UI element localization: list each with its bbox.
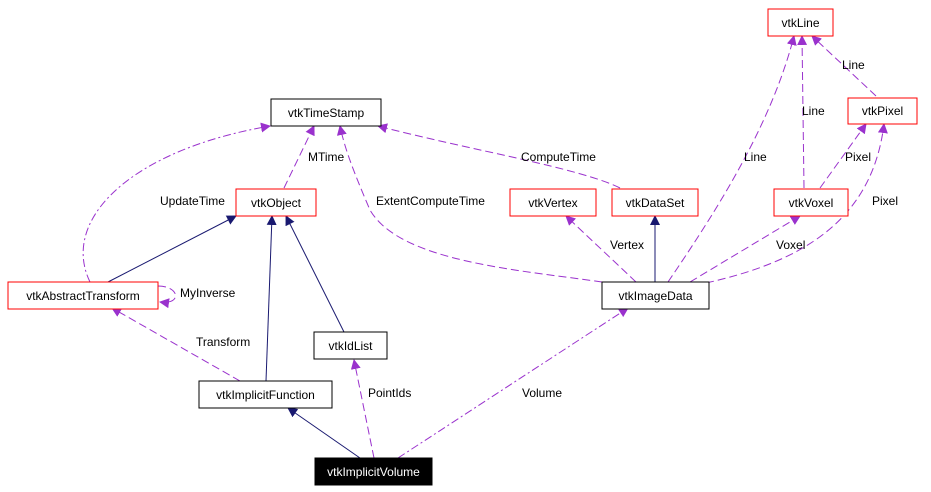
edge-label-line-imagedata: Line	[744, 150, 767, 164]
svg-text:vtkVoxel: vtkVoxel	[789, 196, 834, 210]
edge-labels: Line Line Line Pixel Pixel MTime Compute…	[160, 58, 898, 400]
node-vtkvoxel[interactable]: vtkVoxel	[773, 188, 849, 217]
edge-implicitvolume-to-imagedata	[397, 307, 629, 459]
node-vtkpixel[interactable]: vtkPixel	[847, 97, 918, 125]
edge-label-extentcomputetime: ExtentComputeTime	[376, 194, 485, 208]
edge-implicitvolume-to-implicitfunction	[287, 407, 361, 459]
node-vtkvertex[interactable]: vtkVertex	[509, 188, 597, 217]
node-vtkimplicitvolume[interactable]: vtkImplicitVolume	[314, 457, 433, 486]
node-vtkimplicitfunction[interactable]: vtkImplicitFunction	[198, 380, 333, 409]
edge-label-volume: Volume	[522, 386, 562, 400]
edge-imagedata-to-timestamp	[336, 125, 603, 283]
edge-label-pointids: PointIds	[368, 386, 411, 400]
node-vtkimagedata[interactable]: vtkImageData	[601, 281, 710, 310]
node-vtkidlist[interactable]: vtkIdList	[313, 331, 388, 360]
edges	[82, 35, 888, 459]
edge-label-vertex: Vertex	[610, 238, 644, 252]
node-vtkobject[interactable]: vtkObject	[235, 188, 317, 217]
edge-label-transform: Transform	[196, 335, 250, 349]
edge-imagedata-to-voxel	[689, 215, 801, 283]
node-vtktimestamp[interactable]: vtkTimeStamp	[270, 98, 382, 127]
svg-text:vtkAbstractTransform: vtkAbstractTransform	[26, 289, 140, 303]
svg-text:vtkImplicitFunction: vtkImplicitFunction	[216, 388, 315, 402]
node-vtkdataset[interactable]: vtkDataSet	[611, 188, 699, 217]
nodes: vtkLine vtkPixel vtkTimeStamp vtkObject …	[7, 8, 918, 486]
node-vtkline[interactable]: vtkLine	[767, 8, 834, 37]
svg-text:vtkImageData: vtkImageData	[618, 289, 692, 303]
svg-text:vtkImplicitVolume: vtkImplicitVolume	[327, 465, 420, 479]
edge-label-computetime: ComputeTime	[521, 150, 596, 164]
edge-pixel-to-line	[811, 35, 877, 97]
edge-dataset-to-timestamp	[377, 123, 621, 189]
edge-idlist-to-object	[285, 215, 345, 333]
edge-implicitfunction-to-abstracttransform	[111, 307, 241, 382]
edge-label-pixel-imagedata: Pixel	[872, 194, 898, 208]
edge-label-mtime: MTime	[308, 150, 345, 164]
edge-imagedata-to-vertex	[565, 215, 637, 283]
edge-label-pixel-voxel: Pixel	[845, 150, 871, 164]
edge-label-line-pixel: Line	[842, 58, 865, 72]
edge-abstracttransform-self	[157, 285, 176, 309]
edge-implicitvolume-to-idlist	[350, 359, 375, 459]
edge-voxel-to-pixel	[819, 123, 867, 189]
edge-label-updatetime: UpdateTime	[160, 194, 225, 208]
svg-text:vtkPixel: vtkPixel	[862, 104, 903, 118]
edge-imagedata-to-line	[667, 35, 797, 283]
edge-label-line-voxel: Line	[802, 104, 825, 118]
svg-text:vtkTimeStamp: vtkTimeStamp	[288, 106, 365, 120]
edge-abstracttransform-to-object	[107, 215, 237, 283]
edge-label-voxel: Voxel	[776, 238, 805, 252]
edge-implicitfunction-to-object	[265, 215, 277, 382]
svg-text:vtkDataSet: vtkDataSet	[626, 196, 685, 210]
edge-imagedata-to-pixel	[705, 123, 888, 284]
svg-text:vtkLine: vtkLine	[781, 16, 819, 30]
svg-text:vtkVertex: vtkVertex	[528, 196, 577, 210]
edge-voxel-to-line	[797, 35, 808, 189]
node-vtkabstracttransform[interactable]: vtkAbstractTransform	[7, 281, 159, 310]
svg-text:vtkIdList: vtkIdList	[328, 339, 373, 353]
edge-label-myinverse: MyInverse	[180, 286, 236, 300]
svg-text:vtkObject: vtkObject	[251, 196, 302, 210]
edge-abstracttransform-to-timestamp	[82, 122, 271, 283]
